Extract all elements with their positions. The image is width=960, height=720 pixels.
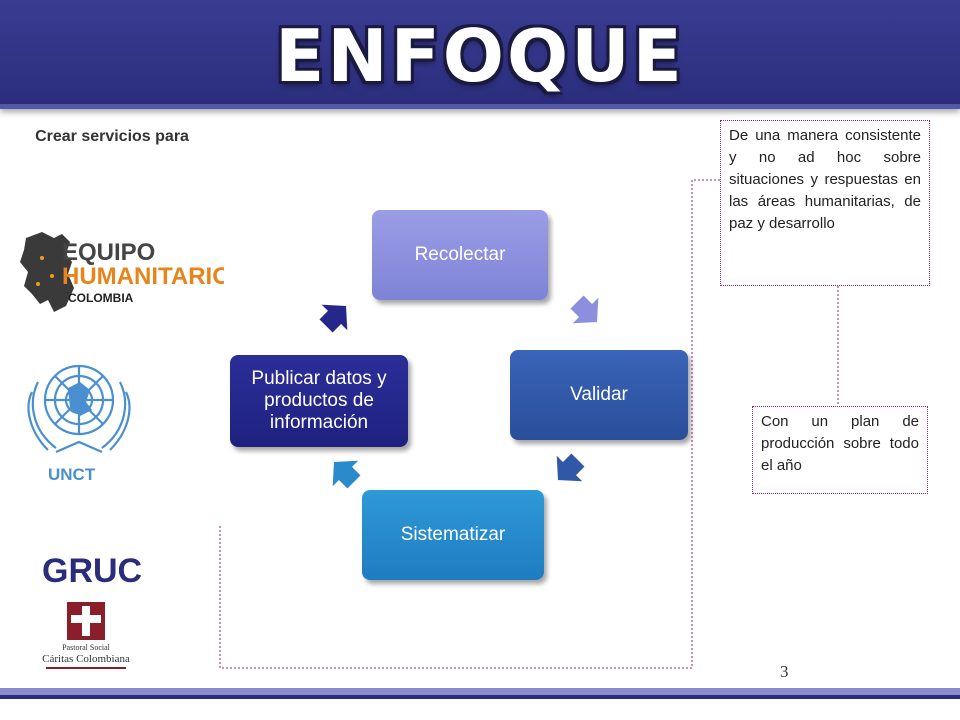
step-recolectar: Recolectar (372, 210, 548, 300)
caritas-line1: Pastoral Social (62, 643, 111, 652)
caritas-logo: Pastoral Social Cáritas Colombiana (42, 602, 130, 669)
colombia-map-icon (20, 232, 74, 312)
un-emblem-icon (27, 364, 131, 454)
note-consistente: De una manera consistente y no ad hoc so… (720, 120, 930, 286)
note-plan-produccion: Con un plan de producción sobre todo el … (752, 406, 928, 494)
humanitario-text: HUMANITARIO (62, 263, 224, 290)
step-publicar: Publicar datos y productos de informació… (230, 355, 408, 447)
step-sistematizar: Sistematizar (362, 490, 544, 580)
header-bar (0, 0, 960, 109)
unct-label: UNCT (48, 465, 96, 484)
colombia-text: COLOMBIA (68, 291, 134, 305)
arrow-sistematizar-publicar (331, 459, 363, 491)
arrow-recolectar-validar (568, 293, 600, 325)
page-number: 3 (780, 662, 789, 681)
gruc-label: GRUC (42, 552, 143, 590)
slide-title: ENFOQUE (275, 14, 685, 98)
caritas-line2: Cáritas Colombiana (42, 653, 130, 665)
arrow-validar-sistematizar (555, 451, 587, 483)
equipo-text: EQUIPO (62, 239, 155, 266)
subtitle: Crear servicios para (35, 128, 189, 145)
arrow-publicar-recolectar (317, 303, 349, 335)
equipo-humanitario-logo: EQUIPO HUMANITARIO COLOMBIA (20, 232, 224, 312)
footer-bar (0, 688, 960, 706)
step-validar: Validar (510, 350, 688, 440)
